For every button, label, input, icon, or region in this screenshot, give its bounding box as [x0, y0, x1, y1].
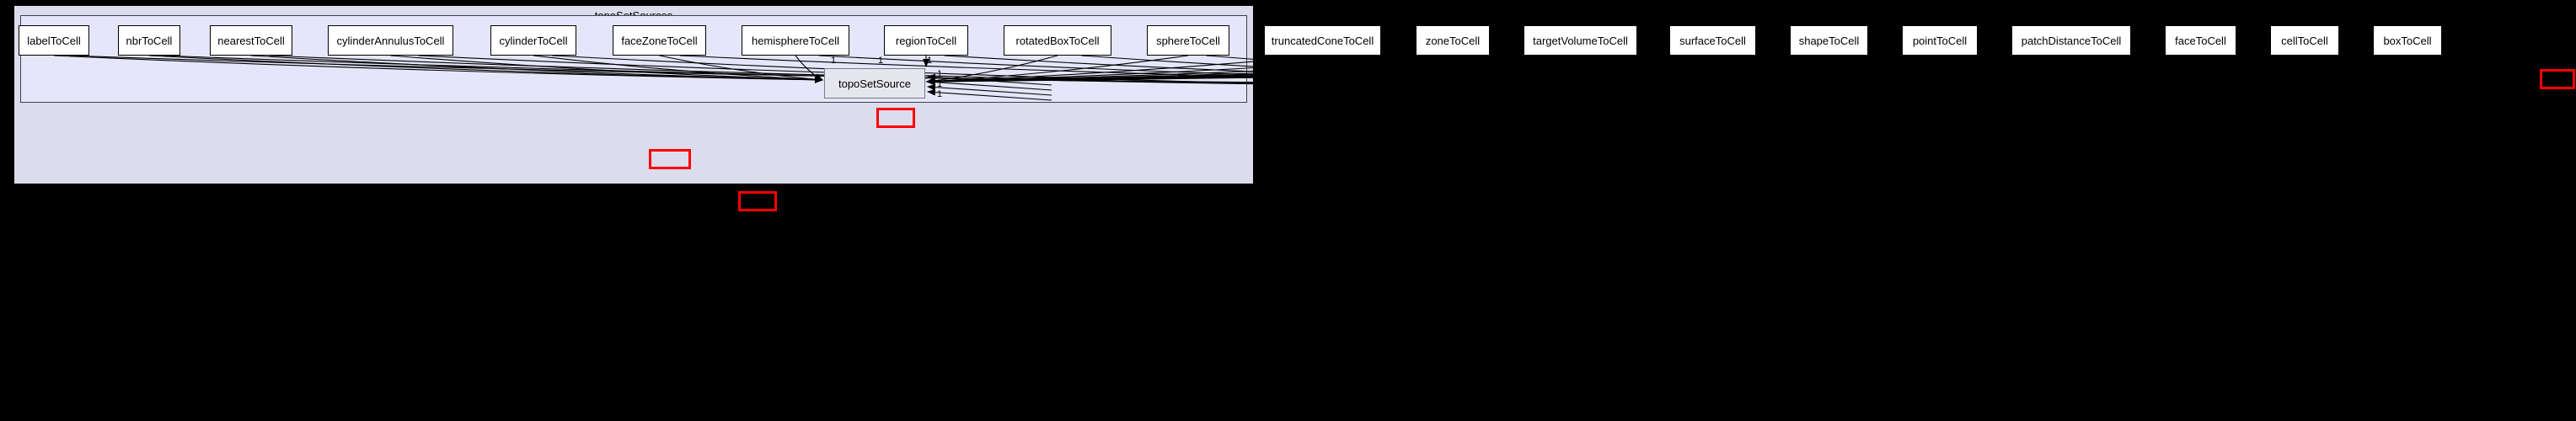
node-label: faceZoneToCell [621, 34, 698, 47]
node-label: cylinderToCell [499, 34, 568, 47]
node-pointToCell[interactable]: pointToCell [1902, 25, 1978, 56]
node-label: labelToCell [27, 34, 81, 47]
node-topoSetSource[interactable]: topoSetSource [824, 68, 925, 99]
node-targetVolumeToCell[interactable]: targetVolumeToCell [1524, 25, 1637, 56]
node-label: nbrToCell [126, 34, 173, 47]
node-label: boxToCell [2383, 34, 2432, 47]
node-label: cellToCell [2281, 34, 2328, 47]
node-sphereToCell[interactable]: sphereToCell [1147, 25, 1229, 56]
node-regionToCell[interactable]: regionToCell [884, 25, 968, 56]
edge-multiplicity-label: 1 [2530, 60, 2535, 70]
node-labelToCell[interactable]: labelToCell [19, 25, 89, 56]
node-label: faceToCell [2175, 34, 2226, 47]
node-cylinderAnnulusToCell[interactable]: cylinderAnnulusToCell [328, 25, 453, 56]
node-label: shapeToCell [1798, 34, 1860, 47]
highlight-box-1 [649, 149, 691, 169]
node-surfaceToCell[interactable]: surfaceToCell [1669, 25, 1756, 56]
node-rotatedBoxToCell[interactable]: rotatedBoxToCell [1004, 25, 1111, 56]
node-label: cylinderAnnulusToCell [336, 34, 445, 47]
node-label: topoSetSource [838, 77, 911, 90]
node-faceZoneToCell[interactable]: faceZoneToCell [613, 25, 706, 56]
node-faceToCell[interactable]: faceToCell [2165, 25, 2236, 56]
node-label: sphereToCell [1156, 34, 1220, 47]
node-label: regionToCell [895, 34, 957, 47]
node-label: zoneToCell [1425, 34, 1481, 47]
highlight-box-0 [876, 108, 915, 128]
node-label: nearestToCell [217, 34, 285, 47]
node-zoneToCell[interactable]: zoneToCell [1416, 25, 1490, 56]
highlight-box-3 [2540, 69, 2575, 89]
node-label: truncatedConeToCell [1271, 34, 1374, 47]
plain-label-cellSources: cellSources [2478, 34, 2536, 47]
node-cylinderToCell[interactable]: cylinderToCell [490, 25, 576, 56]
highlight-box-2 [738, 191, 777, 211]
node-label: patchDistanceToCell [2021, 34, 2122, 47]
node-label: pointToCell [1912, 34, 1968, 47]
node-shapeToCell[interactable]: shapeToCell [1790, 25, 1868, 56]
node-label: surfaceToCell [1679, 34, 1746, 47]
node-label: targetVolumeToCell [1533, 34, 1628, 47]
node-boxToCell[interactable]: boxToCell [2373, 25, 2442, 56]
node-truncatedConeToCell[interactable]: truncatedConeToCell [1264, 25, 1381, 56]
node-label: rotatedBoxToCell [1015, 34, 1100, 47]
node-nbrToCell[interactable]: nbrToCell [118, 25, 180, 56]
edge-multiplicity-label: 1 [2530, 70, 2535, 80]
node-cellToCell[interactable]: cellToCell [2270, 25, 2339, 56]
node-hemisphereToCell[interactable]: hemisphereToCell [742, 25, 849, 56]
node-nearestToCell[interactable]: nearestToCell [210, 25, 292, 56]
node-patchDistanceToCell[interactable]: patchDistanceToCell [2011, 25, 2131, 56]
node-label: hemisphereToCell [751, 34, 840, 47]
